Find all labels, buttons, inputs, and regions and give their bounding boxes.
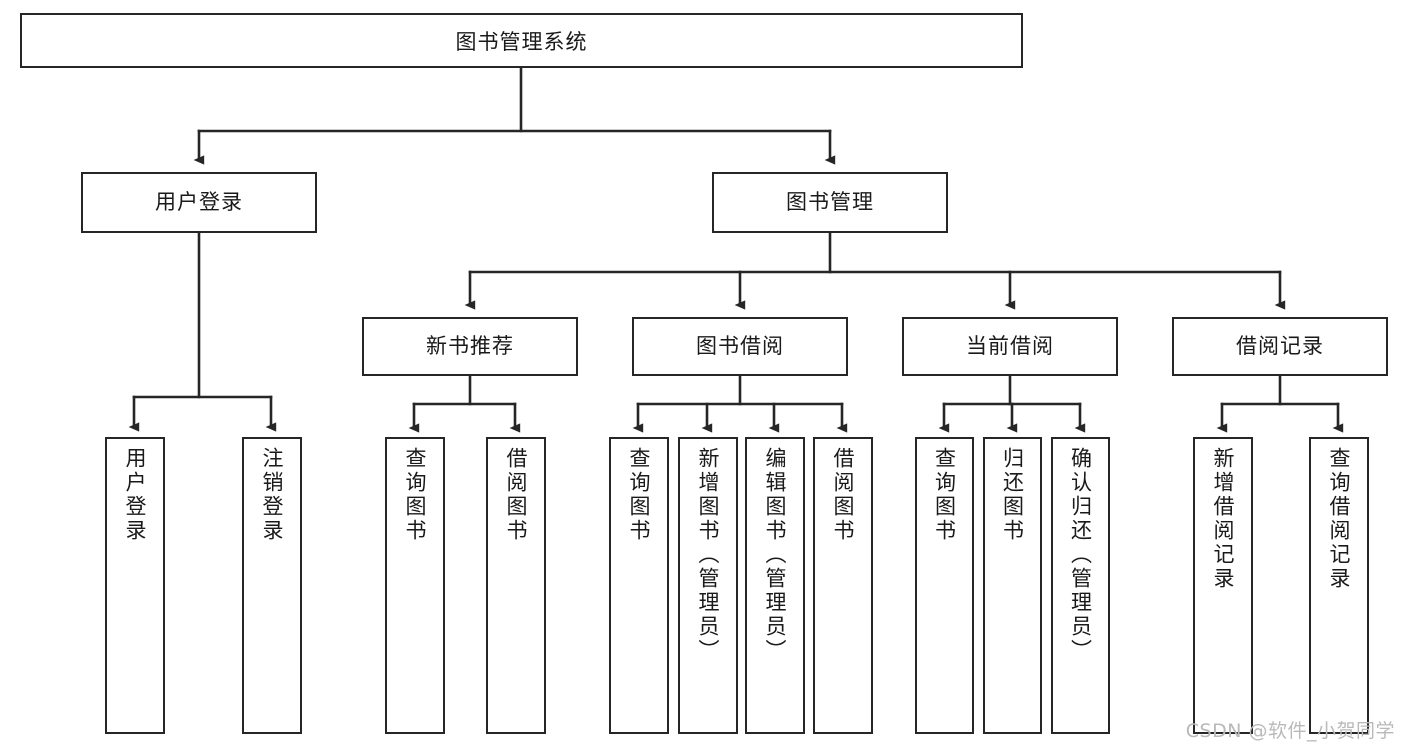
leaf-edit-book-label: 编辑图书（管理员）: [763, 447, 788, 663]
leaf-logout[interactable]: 注销登录: [242, 437, 302, 734]
leaf-logout-label: 注销登录: [260, 447, 285, 543]
leaf-edit-book[interactable]: 编辑图书（管理员）: [745, 437, 805, 734]
node-borrow-record[interactable]: 借阅记录: [1172, 317, 1388, 376]
node-root[interactable]: 图书管理系统: [20, 13, 1023, 68]
leaf-add-record-label: 新增借阅记录: [1211, 447, 1236, 591]
leaf-borrow-book-2-label: 借阅图书: [831, 447, 856, 543]
node-book-borrow-label: 图书借阅: [696, 334, 784, 359]
leaf-query-record-label: 查询借阅记录: [1327, 447, 1352, 591]
leaf-query-book-2-label: 查询图书: [627, 447, 652, 543]
node-new-book-rec-label: 新书推荐: [426, 334, 514, 359]
leaf-query-record[interactable]: 查询借阅记录: [1309, 437, 1369, 734]
leaf-return-book[interactable]: 归还图书: [983, 437, 1042, 734]
leaf-add-book[interactable]: 新增图书（管理员）: [678, 437, 738, 734]
leaf-query-book-2[interactable]: 查询图书: [609, 437, 669, 734]
node-book-manage-label: 图书管理: [786, 190, 874, 215]
node-current-borrow-label: 当前借阅: [966, 334, 1054, 359]
leaf-user-login[interactable]: 用户登录: [105, 437, 165, 734]
leaf-return-book-label: 归还图书: [1000, 447, 1025, 543]
node-book-manage[interactable]: 图书管理: [712, 172, 948, 233]
leaf-borrow-book-2[interactable]: 借阅图书: [813, 437, 873, 734]
leaf-confirm-return-label: 确认归还（管理员）: [1068, 447, 1093, 663]
node-user-login[interactable]: 用户登录: [81, 172, 317, 233]
leaf-user-login-label: 用户登录: [123, 447, 148, 543]
node-new-book-rec[interactable]: 新书推荐: [362, 317, 578, 376]
leaf-add-record[interactable]: 新增借阅记录: [1193, 437, 1253, 734]
leaf-query-book-3[interactable]: 查询图书: [915, 437, 974, 734]
leaf-query-book-1[interactable]: 查询图书: [385, 437, 445, 734]
leaf-query-book-3-label: 查询图书: [932, 447, 957, 543]
leaf-query-book-1-label: 查询图书: [403, 447, 428, 543]
node-book-borrow[interactable]: 图书借阅: [632, 317, 848, 376]
node-current-borrow[interactable]: 当前借阅: [902, 317, 1118, 376]
leaf-add-book-label: 新增图书（管理员）: [696, 447, 721, 663]
csdn-watermark: CSDN @软件_小贺同学: [1185, 720, 1395, 742]
leaf-confirm-return[interactable]: 确认归还（管理员）: [1051, 437, 1110, 734]
leaf-borrow-book-1[interactable]: 借阅图书: [486, 437, 546, 734]
node-user-login-label: 用户登录: [155, 190, 243, 215]
leaf-borrow-book-1-label: 借阅图书: [504, 447, 529, 543]
node-borrow-record-label: 借阅记录: [1236, 334, 1324, 359]
node-root-label: 图书管理系统: [455, 29, 588, 54]
